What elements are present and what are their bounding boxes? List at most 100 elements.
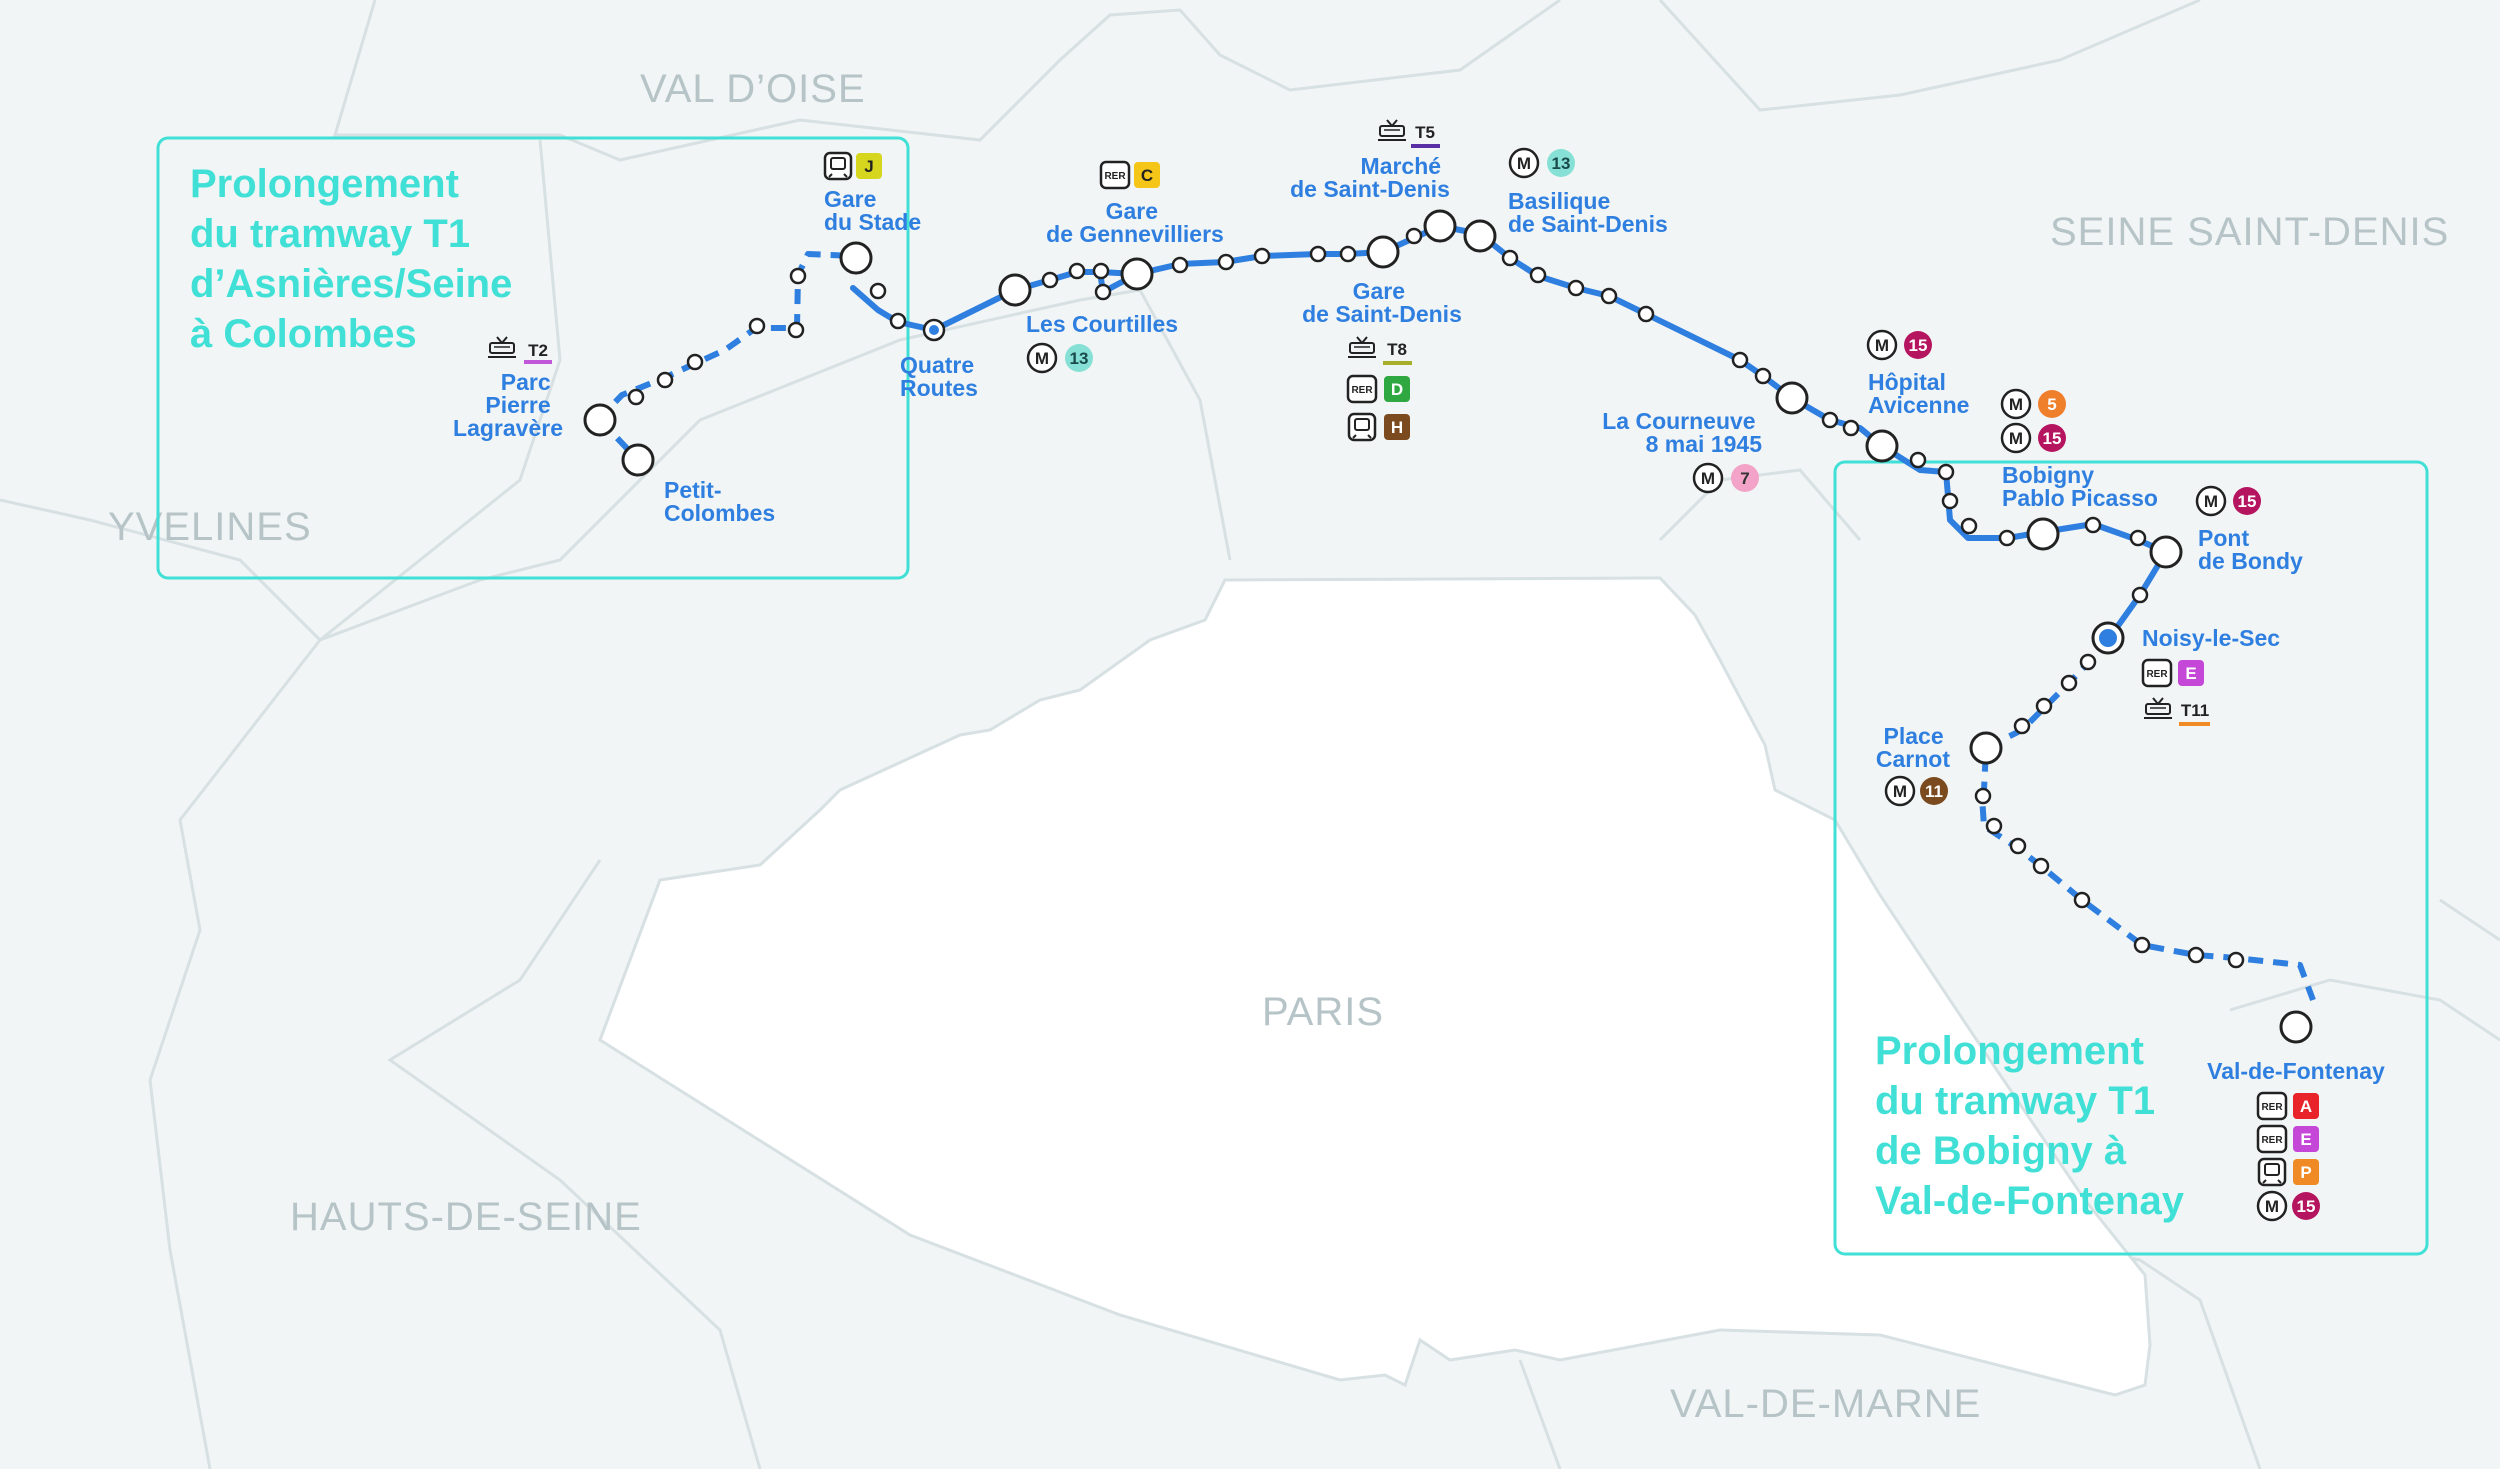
station-label-basilique[interactable]: Basilique de Saint-Denis xyxy=(1508,188,1668,237)
metro-label: M xyxy=(1701,469,1715,488)
station-label-val-de-fontenay[interactable]: Val-de-Fontenay xyxy=(2207,1058,2385,1084)
station-label-gare-de-saint-denis[interactable]: Gare de Saint-Denis xyxy=(1302,278,1462,327)
border-west-a xyxy=(319,139,562,642)
station-label-la-courneuve[interactable]: La Courneuve 8 mai 1945 xyxy=(1602,408,1762,457)
station-marker-parc-pierre-lagravere[interactable] xyxy=(583,403,617,437)
minor-station xyxy=(2084,516,2102,534)
connection-metro-15-pont-de-bondy: M 15 xyxy=(2195,485,2261,517)
border-yvelines xyxy=(0,498,322,1469)
minor-station xyxy=(1068,262,1086,280)
station-label-noisy-le-sec[interactable]: Noisy-le-Sec xyxy=(2142,625,2280,651)
minor-station xyxy=(889,312,907,330)
noisy-inner xyxy=(2099,629,2117,647)
tram-line-label: T8 xyxy=(1387,340,1407,359)
rer-label: RER xyxy=(2146,669,2168,680)
station-label-bobigny[interactable]: Bobigny Pablo Picasso xyxy=(2002,462,2158,511)
station-label-hopital-avicenne[interactable]: Hôpital Avicenne xyxy=(1868,369,1969,418)
station-label-petit-colombes[interactable]: Petit- Colombes xyxy=(664,477,775,526)
station-marker-gare-de-gennevilliers[interactable] xyxy=(1120,257,1154,291)
metro-13-label: 13 xyxy=(1070,349,1089,368)
metro-symbol xyxy=(2000,388,2032,420)
rer-badge xyxy=(2256,1091,2288,1121)
minor-station xyxy=(1941,492,1959,510)
metro-15-label: 15 xyxy=(2238,492,2257,511)
border-west-b xyxy=(319,288,1232,642)
metro-15-badge xyxy=(2038,424,2066,452)
minor-station xyxy=(1092,262,1110,280)
metro-7-badge xyxy=(1731,464,1759,492)
station-marker-marche-de-saint-denis[interactable] xyxy=(1423,209,1457,243)
station-marker-gare-de-saint-denis[interactable] xyxy=(1366,235,1400,269)
border-vdm xyxy=(1518,1359,1562,1469)
station-marker-la-courneuve[interactable] xyxy=(1775,381,1809,415)
minor-station xyxy=(2009,837,2027,855)
metro-13-label: 13 xyxy=(1552,154,1571,173)
station-marker-place-carnot[interactable] xyxy=(1969,731,2003,765)
metro-13-badge xyxy=(1547,149,1575,177)
extension-box-east xyxy=(1833,460,2429,1256)
minor-station xyxy=(748,317,766,335)
connection-train-h: H xyxy=(1347,412,1410,442)
minor-station xyxy=(1339,245,1357,263)
minor-station xyxy=(2131,586,2149,604)
tram-line-label: T11 xyxy=(2181,701,2209,720)
border-east-c xyxy=(2229,978,2500,1042)
minor-stations xyxy=(627,227,2245,969)
station-label-pont-de-bondy[interactable]: Pont de Bondy xyxy=(2198,525,2303,574)
station-label-parc-pierre-lagravere[interactable]: Parc Pierre Lagravère xyxy=(453,369,563,441)
rer-label: RER xyxy=(2261,1102,2283,1113)
rer-badge xyxy=(1346,374,1378,404)
station-label-marche-de-saint-denis[interactable]: Marché de Saint-Denis xyxy=(1290,153,1450,202)
minor-station xyxy=(2079,653,2097,671)
station-marker-basilique[interactable] xyxy=(1463,219,1497,253)
minor-station xyxy=(2227,951,2245,969)
minor-station xyxy=(1985,817,2003,835)
metro-5-label: 5 xyxy=(2047,395,2056,414)
extension-title-east: Prolongement du tramway T1 de Bobigny à … xyxy=(1875,1029,2185,1223)
station-label-gare-du-stade[interactable]: Gare du Stade xyxy=(824,186,921,235)
metro-symbol xyxy=(2000,422,2032,454)
line-e-label: E xyxy=(2300,1130,2311,1149)
minor-station xyxy=(1501,249,1519,267)
station-marker-pont-de-bondy[interactable] xyxy=(2149,535,2183,569)
minor-station xyxy=(1821,411,1839,429)
minor-station xyxy=(2060,674,2078,692)
line-d-label: D xyxy=(1391,380,1403,399)
rer-badge xyxy=(2141,658,2173,688)
t1-line-existing xyxy=(850,223,2169,640)
line-j-label: J xyxy=(864,157,873,176)
station-label-place-carnot[interactable]: Place Carnot xyxy=(1876,723,1950,772)
station-marker-les-courtilles[interactable] xyxy=(998,273,1032,307)
station-marker-petit-colombes[interactable] xyxy=(621,443,655,477)
quatre-routes-inner xyxy=(929,325,939,335)
station-marker-val-de-fontenay[interactable] xyxy=(2279,1010,2313,1044)
minor-station xyxy=(1960,517,1978,535)
tram-line-label: T2 xyxy=(528,341,548,360)
connection-metro-15-bobigny: M 15 xyxy=(2000,422,2066,454)
line-d-badge xyxy=(1384,376,1410,402)
major-stations xyxy=(583,209,2313,1044)
border-val-doise xyxy=(332,0,1561,162)
minor-station xyxy=(1171,256,1189,274)
t1-line-west-extension xyxy=(595,251,857,423)
border-ssd-north xyxy=(1658,0,2201,112)
station-label-quatre-routes[interactable]: Quatre Routes xyxy=(900,352,981,401)
station-marker-hopital-avicenne[interactable] xyxy=(1865,429,1899,463)
station-marker-noisy-le-sec[interactable] xyxy=(2091,621,2125,655)
minor-station xyxy=(1974,787,1992,805)
metro-symbol xyxy=(1866,329,1898,361)
line-e-badge xyxy=(2293,1126,2319,1152)
station-label-gare-de-gennevilliers[interactable]: Gare de Gennevilliers xyxy=(1046,198,1224,247)
minor-station xyxy=(1637,305,1655,323)
metro-11-badge xyxy=(1920,777,1948,805)
metro-11-label: 11 xyxy=(1925,782,1943,801)
station-label-les-courtilles[interactable]: Les Courtilles xyxy=(1026,311,1178,337)
connection-metro-5: M 5 xyxy=(2000,388,2066,420)
connection-t2: T2 xyxy=(487,336,552,364)
minor-station xyxy=(1842,419,1860,437)
station-marker-gare-du-stade[interactable] xyxy=(839,241,873,275)
connection-metro-11: M 11 xyxy=(1884,775,1948,807)
line-e-label: E xyxy=(2185,664,2196,683)
station-marker-quatre-routes[interactable] xyxy=(922,318,946,342)
station-marker-bobigny[interactable] xyxy=(2026,517,2060,551)
